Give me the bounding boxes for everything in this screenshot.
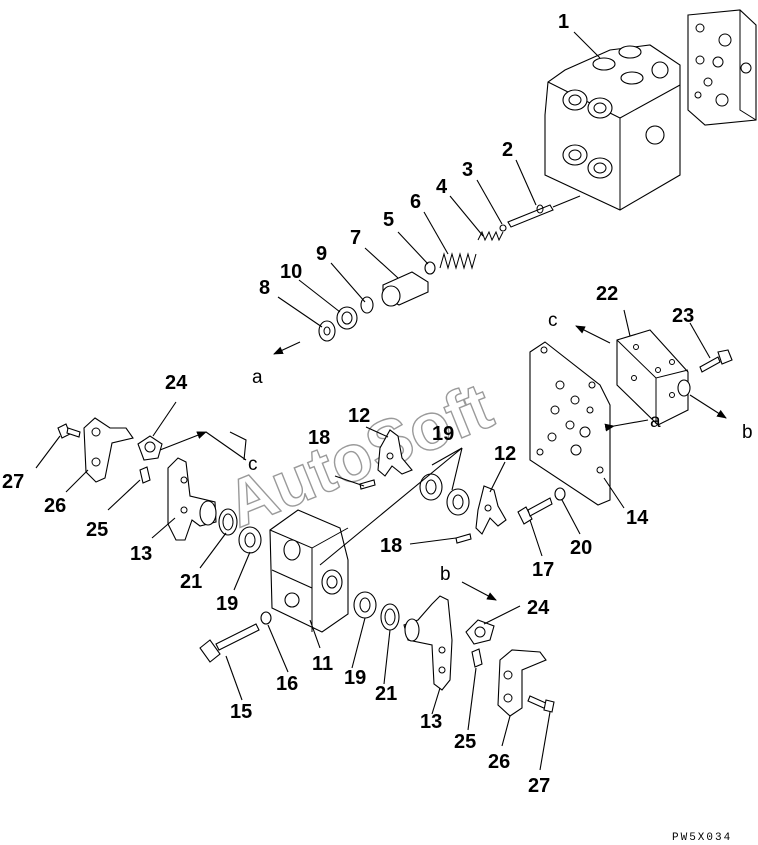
part-7-piston: [381, 271, 429, 307]
marker-a-right: a: [650, 411, 661, 432]
part-19-bushing-center-upper: [419, 473, 443, 501]
callout-19-left: 19: [216, 593, 238, 615]
callout-labels: 1 2 3 4 6 5 7 9 10 8 22 23 24 12 18 19 1…: [2, 11, 694, 797]
marker-a-left: a: [252, 367, 263, 388]
part-22-block: [616, 329, 691, 426]
callout-23: 23: [672, 305, 694, 327]
port-face-view: [687, 9, 757, 126]
callout-1: 1: [558, 11, 569, 33]
callout-2: 2: [502, 139, 513, 161]
callout-13-lower: 13: [420, 711, 442, 733]
callout-21-lower: 21: [375, 683, 397, 705]
leaders-lower: [35, 309, 631, 771]
leaders-upper: [277, 31, 601, 328]
callout-18-upper: 18: [308, 427, 330, 449]
part-10-seal: [336, 306, 358, 330]
marker-b-lower: b: [440, 564, 451, 585]
part-6-spring: [439, 252, 477, 270]
part-27-bolt-upper: [57, 423, 81, 439]
part-13-arm-lower: [403, 595, 453, 691]
callout-6: 6: [410, 191, 421, 213]
part-19-bushing-lower: [353, 591, 377, 619]
callout-24-upper: 24: [165, 372, 188, 394]
callout-13-left: 13: [130, 543, 152, 565]
callout-26-lower: 26: [488, 751, 510, 773]
callout-27-lower: 27: [528, 775, 550, 797]
part-19-bushing-center-lower: [446, 488, 470, 516]
callout-14: 14: [626, 507, 649, 529]
callout-19-lower: 19: [344, 667, 366, 689]
callout-5: 5: [383, 209, 394, 231]
callout-27-upper: 27: [2, 471, 24, 493]
callout-20: 20: [570, 537, 592, 559]
callout-16: 16: [276, 673, 298, 695]
part-3-ball: [499, 224, 507, 232]
callout-10: 10: [280, 261, 302, 283]
part-27-bolt-lower: [527, 695, 555, 713]
callout-15: 15: [230, 701, 252, 723]
part-24-lever-upper: [137, 435, 163, 461]
part-13-arm-left: [167, 457, 217, 541]
drawing-code: PW5X034: [672, 832, 732, 844]
callout-26-upper: 26: [44, 495, 66, 517]
callout-7: 7: [350, 227, 361, 249]
callout-25-upper: 25: [86, 519, 108, 541]
part-25-pin-lower: [471, 648, 483, 668]
part-18-pin-upper: [359, 479, 376, 490]
part-16-washer: [260, 611, 272, 625]
callout-19-center: 19: [432, 423, 454, 445]
part-17-bolt: [517, 497, 553, 525]
flow-letters: a c a b c b: [248, 310, 753, 585]
callout-9: 9: [316, 243, 327, 265]
marker-b-right: b: [742, 422, 753, 443]
part-12-arm-lower: [475, 485, 507, 535]
part-15-bolt: [199, 623, 260, 663]
marker-c-left: c: [248, 454, 258, 475]
part-21-snap-ring-left: [218, 508, 238, 536]
callout-12-upper: 12: [348, 405, 370, 427]
part-8-plug: [318, 320, 336, 342]
callout-17: 17: [532, 559, 554, 581]
callout-22: 22: [596, 283, 618, 305]
part-4-spring: [477, 230, 504, 242]
part-21-snap-ring-lower: [380, 603, 400, 631]
callout-21-left: 21: [180, 571, 202, 593]
callout-3: 3: [462, 159, 473, 181]
part-25-pin-upper: [139, 466, 151, 484]
part-23-bolt: [699, 349, 733, 373]
part-14-gasket-plate: [529, 341, 611, 506]
part-1-valve-body: [544, 44, 681, 211]
callout-25-lower: 25: [454, 731, 476, 753]
callout-4: 4: [436, 176, 448, 198]
part-5-washer: [424, 261, 436, 275]
part-19-bushing-left: [238, 526, 262, 554]
part-11-housing: [269, 509, 349, 633]
part-26-bracket-upper: [83, 417, 134, 483]
part-12-arm-upper: [377, 429, 413, 477]
part-20-washer: [554, 487, 566, 501]
callout-18-lower: 18: [380, 535, 402, 557]
part-26-bracket-lower: [497, 649, 547, 717]
flow-arrows: [159, 325, 727, 601]
part-18-pin-lower: [455, 533, 472, 544]
callout-11: 11: [312, 653, 333, 675]
marker-c-right: c: [548, 310, 558, 331]
callout-8: 8: [259, 277, 270, 299]
callout-24-lower: 24: [527, 597, 550, 619]
callout-12-lower: 12: [494, 443, 516, 465]
part-24-lever-lower: [465, 619, 495, 645]
part-2-spool: [507, 195, 581, 228]
